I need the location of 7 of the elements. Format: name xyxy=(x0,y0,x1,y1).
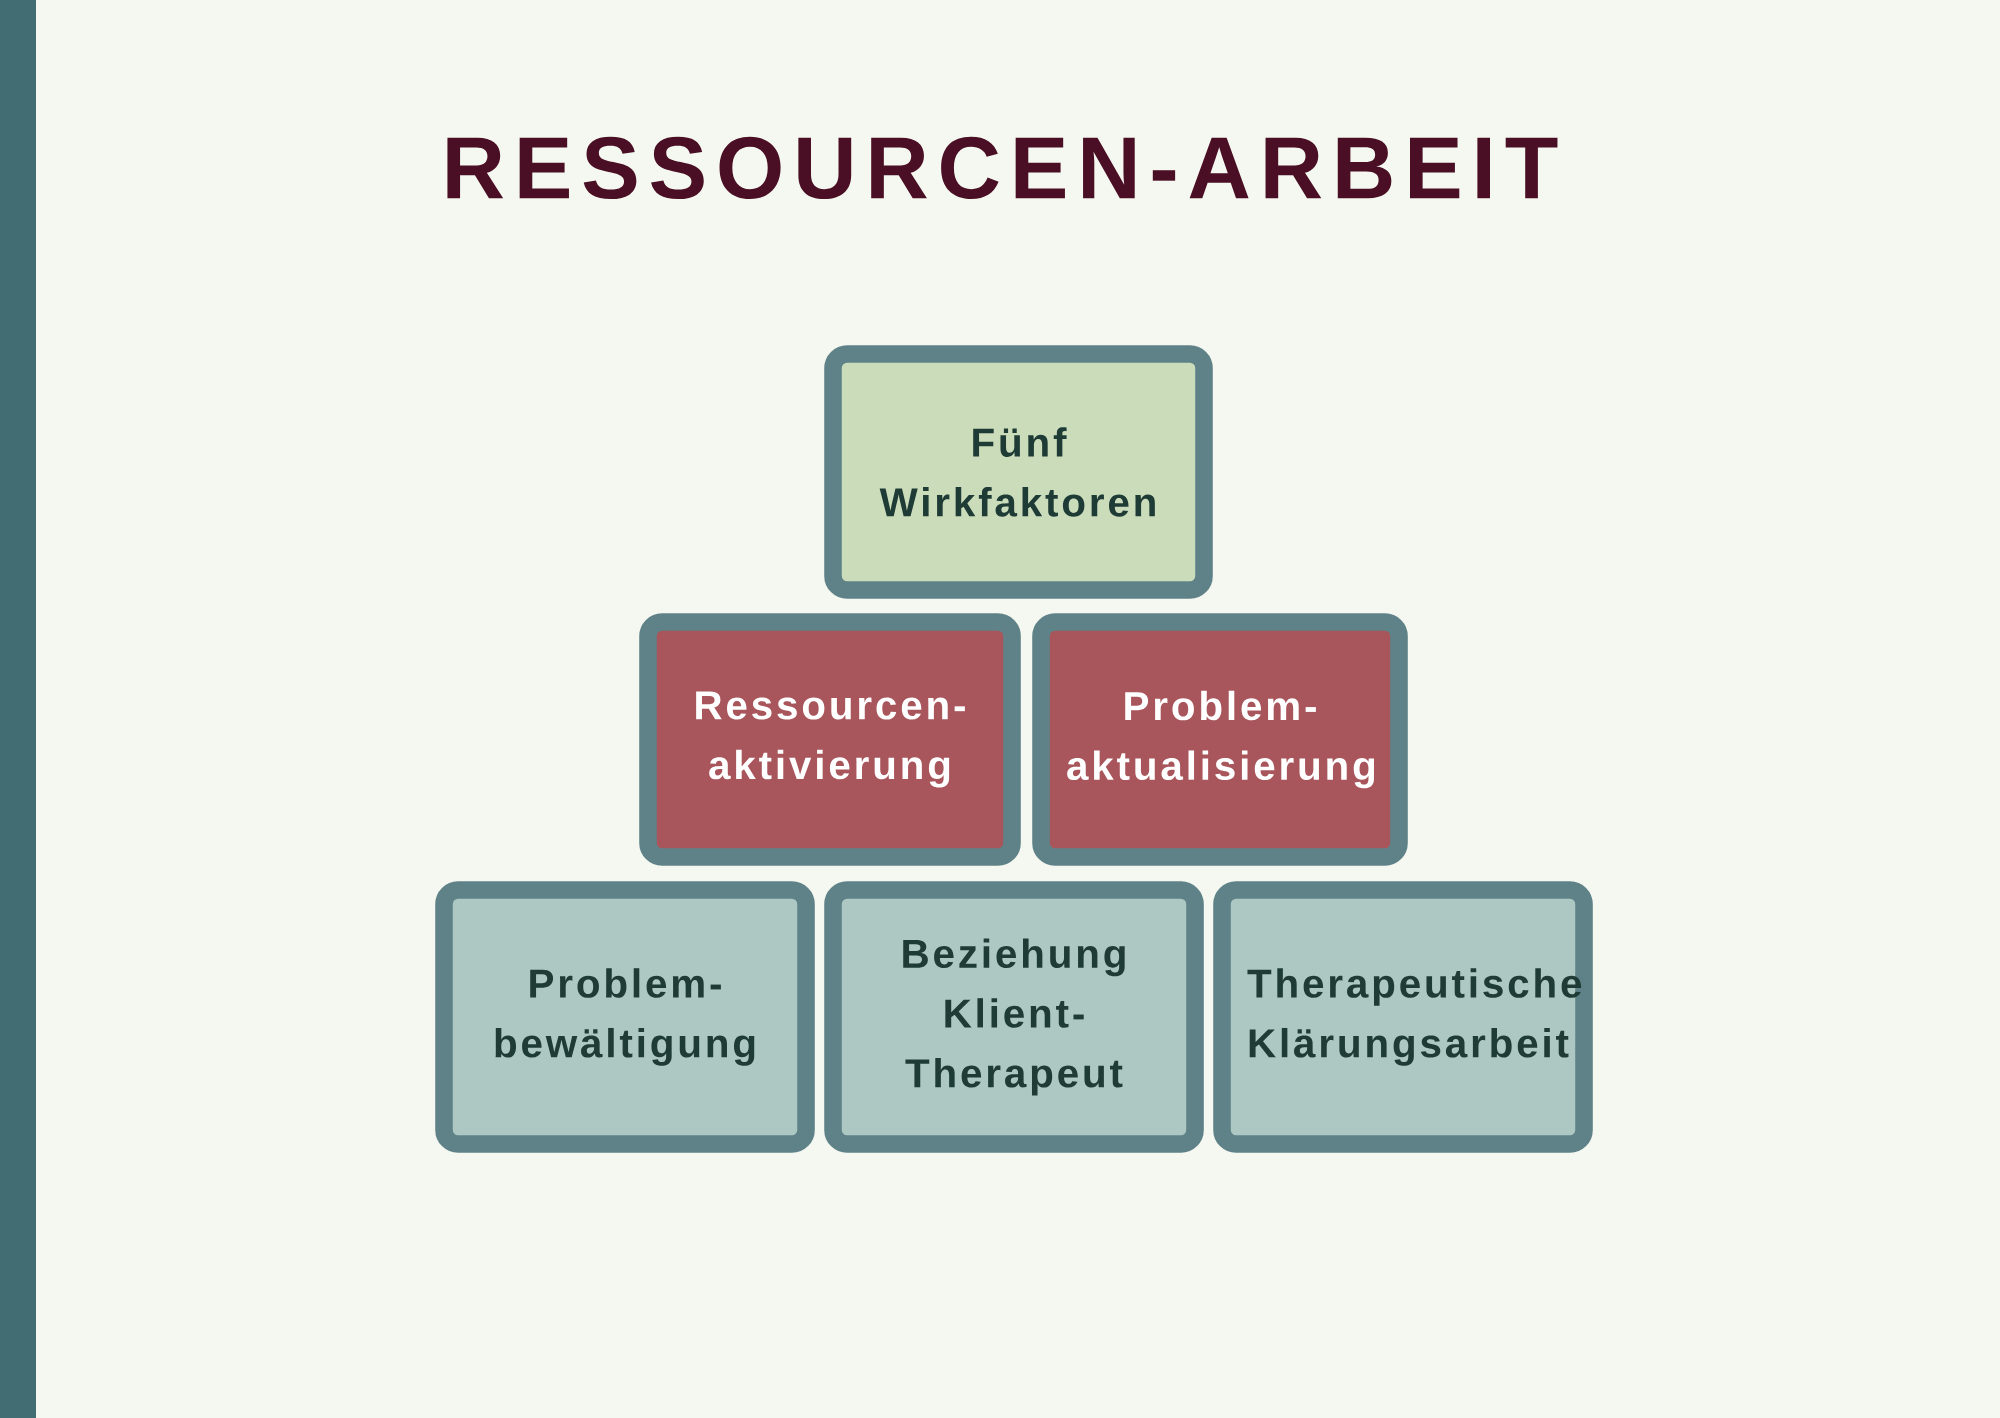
pyramid-block: Beziehung Klient- Therapeut xyxy=(824,881,1204,1153)
pyramid-block: Ressourcen- aktivierung xyxy=(639,613,1021,866)
pyramid-block: Problem- aktualisierung xyxy=(1032,613,1408,866)
title: RESSOURCEN-ARBEIT xyxy=(447,136,1558,200)
pyramid-block: Therapeutische Klärungsarbeit xyxy=(1213,881,1593,1153)
pyramid-block: Problem- bewältigung xyxy=(435,881,815,1153)
pyramid-block: Fünf Wirkfaktoren xyxy=(824,345,1213,599)
